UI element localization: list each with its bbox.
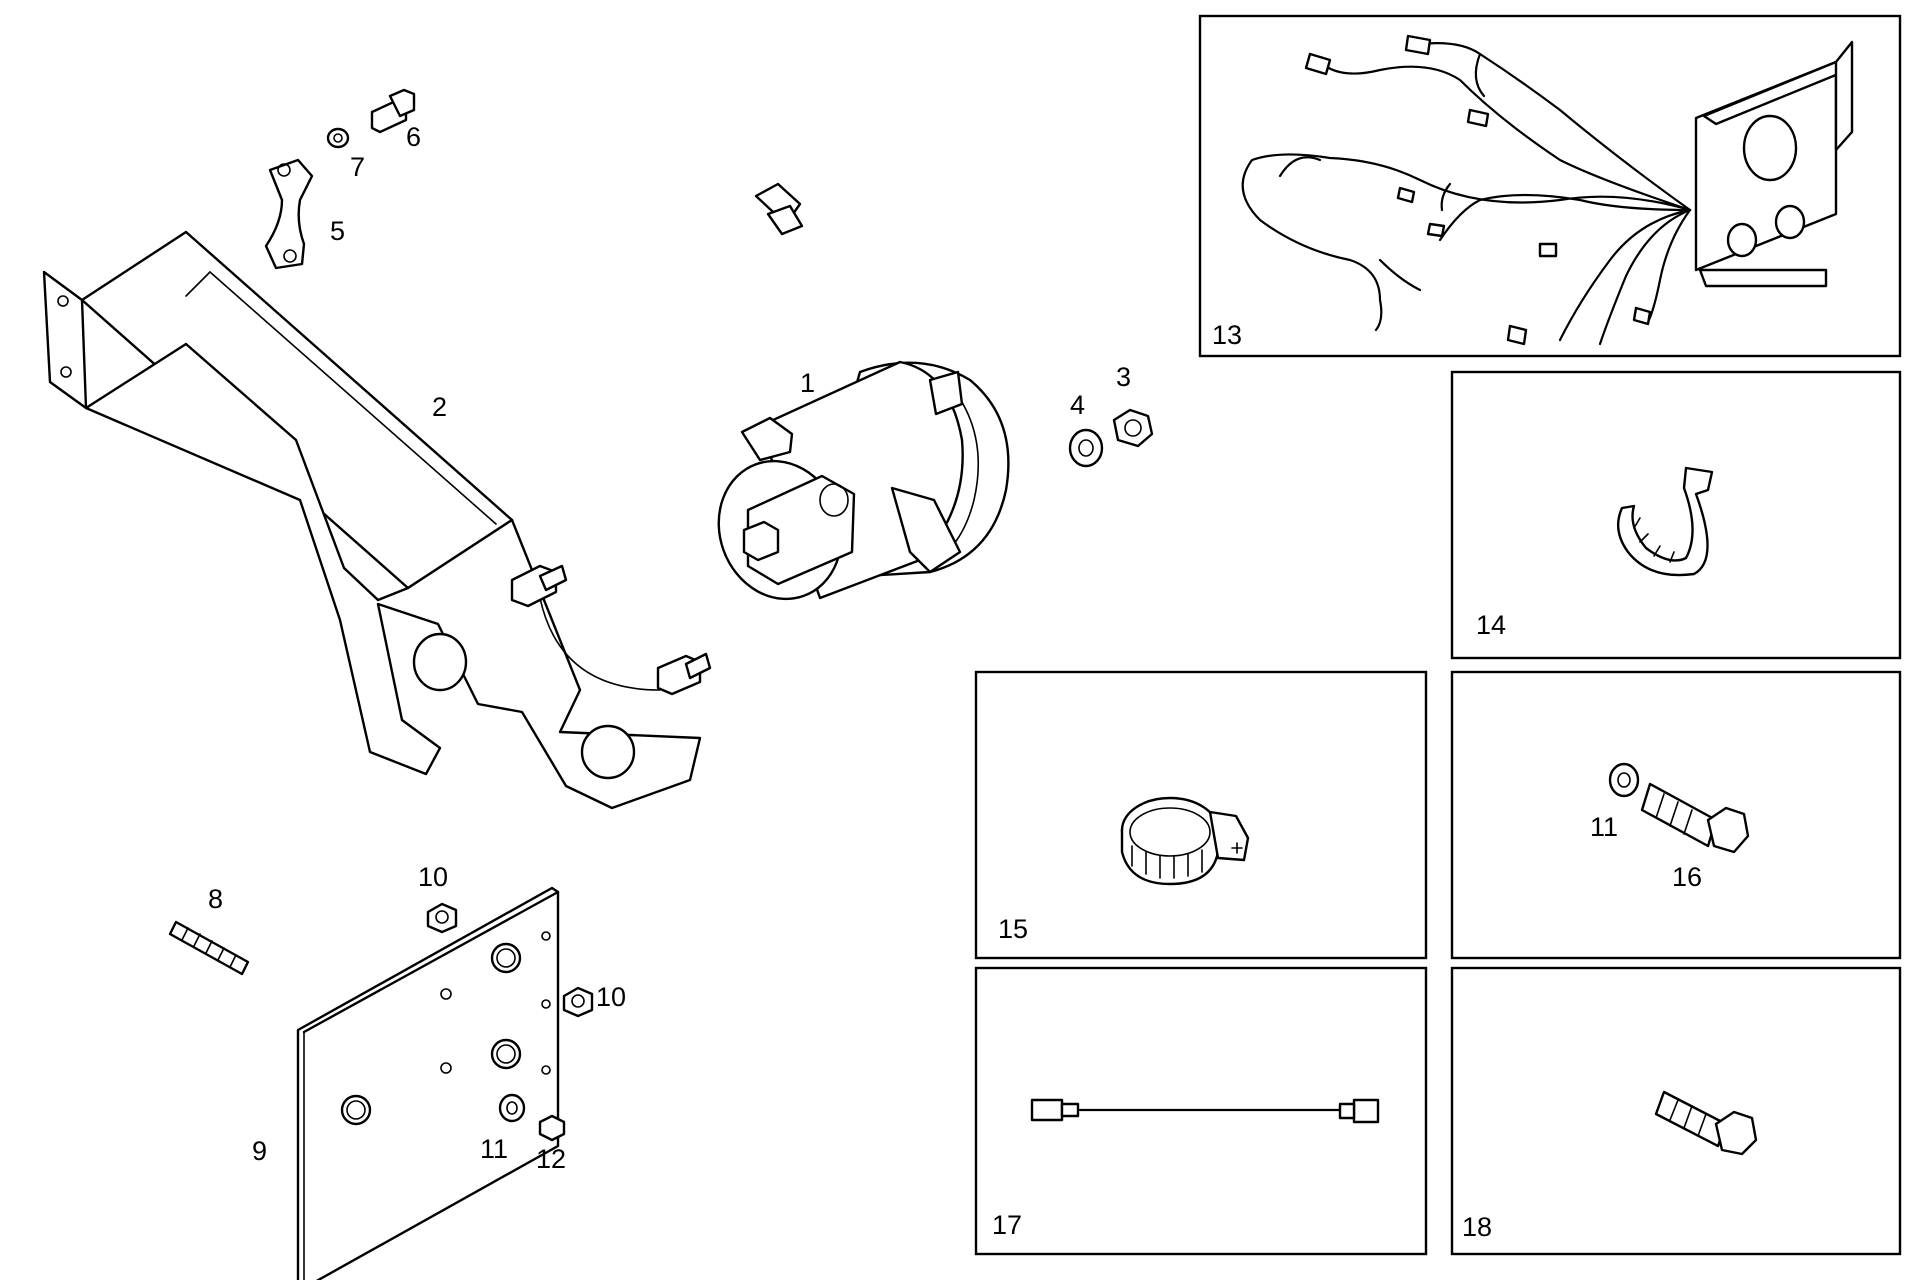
callout-17: 17 bbox=[992, 1210, 1022, 1240]
flange-nut-right bbox=[562, 986, 594, 1018]
panel-washer bbox=[1608, 762, 1640, 798]
panel-cable-tie bbox=[1450, 370, 1902, 660]
wiring-harness bbox=[1241, 34, 1854, 346]
cable-tie bbox=[1616, 466, 1714, 577]
callout-7: 7 bbox=[350, 152, 365, 182]
callout-15: 15 bbox=[998, 914, 1028, 944]
flange-nut-upper bbox=[426, 902, 458, 934]
callout-8: 8 bbox=[208, 884, 223, 914]
callout-11-panel: 11 bbox=[1590, 812, 1618, 842]
callout-18: 18 bbox=[1462, 1212, 1492, 1242]
callout-1: 1 bbox=[800, 368, 815, 398]
callout-11-plate: 11 bbox=[480, 1134, 508, 1164]
callout-6: 6 bbox=[406, 122, 421, 152]
u-clamp bbox=[264, 158, 314, 270]
extension-cable bbox=[1030, 1098, 1380, 1124]
callout-9: 9 bbox=[252, 1136, 267, 1166]
callout-10-upper: 10 bbox=[418, 862, 448, 892]
callout-4: 4 bbox=[1070, 390, 1085, 420]
hex-nut bbox=[1112, 408, 1154, 448]
plate-washer bbox=[498, 1093, 526, 1123]
hex-bolt-18 bbox=[1654, 1090, 1758, 1156]
threaded-stud bbox=[168, 920, 250, 976]
hose-clamp bbox=[1120, 796, 1250, 886]
flat-washer bbox=[1068, 428, 1104, 468]
callout-14: 14 bbox=[1476, 610, 1506, 640]
callout-16: 16 bbox=[1672, 862, 1702, 892]
callout-13: 13 bbox=[1212, 320, 1242, 350]
plate-nut bbox=[538, 1114, 566, 1142]
small-bolt bbox=[370, 88, 416, 134]
mounting-bracket bbox=[42, 230, 712, 810]
callout-10-right: 10 bbox=[596, 982, 626, 1012]
callout-12: 12 bbox=[536, 1144, 566, 1174]
electric-motor bbox=[717, 182, 1010, 601]
callout-3: 3 bbox=[1116, 362, 1131, 392]
callout-2: 2 bbox=[432, 392, 447, 422]
mounting-plate bbox=[296, 886, 560, 1280]
small-washer bbox=[326, 127, 350, 149]
hex-bolt-16 bbox=[1640, 782, 1750, 854]
callout-5: 5 bbox=[330, 216, 345, 246]
